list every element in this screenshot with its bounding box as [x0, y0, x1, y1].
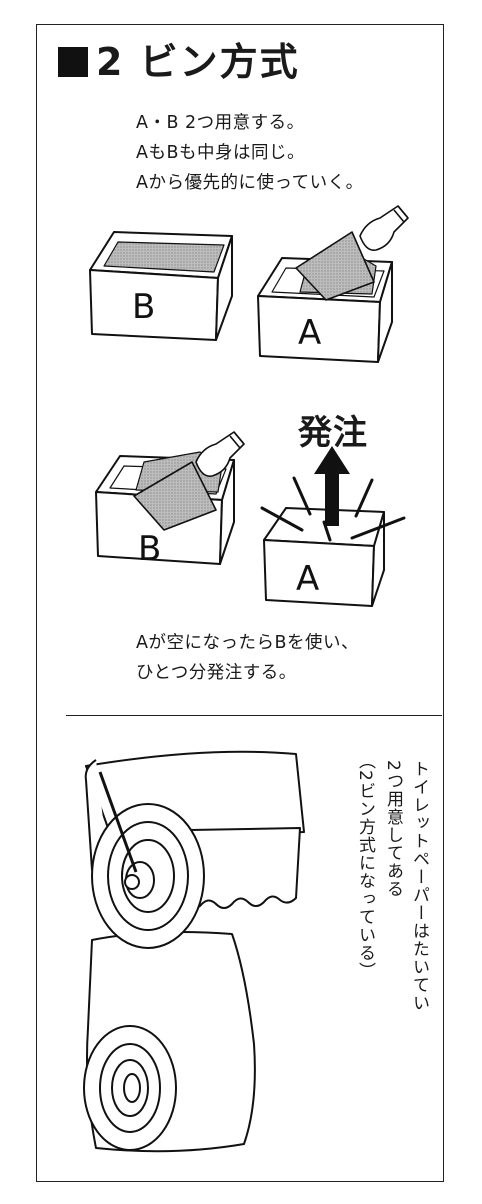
caption-line-1: Aが空になったらBを使い、: [136, 633, 359, 653]
page-frame: [36, 24, 444, 1182]
box-a-bottom: [263, 507, 385, 607]
intro-line-3: Aから優先的に使っていく。: [136, 173, 364, 193]
box-b-top-label: B: [132, 287, 155, 327]
section-divider: [66, 715, 442, 716]
box-a-top-label: A: [298, 313, 321, 353]
sheet-being-taken: [295, 231, 375, 301]
order-label: 発注: [298, 413, 368, 453]
title-text: 2 ビン方式: [96, 40, 300, 84]
caption-line-2: ひとつ分発注する。: [136, 663, 297, 683]
intro-line-1: A・B 2つ用意する。: [136, 113, 305, 133]
bottom-caption: Aが空になったらBを使い、 ひとつ分発注する。: [136, 628, 359, 688]
hand-top-icon: [359, 205, 409, 252]
sheet-being-taken-bottom: [133, 461, 217, 531]
empty-emphasis-lines: [260, 476, 406, 542]
black-square-icon: [58, 47, 88, 77]
box-a-bottom-label: A: [296, 559, 319, 599]
toilet-caption-col-1: トイレットペーパーはたいてい: [409, 760, 429, 1012]
toilet-caption-col-3: （2ビン方式になっている）: [355, 752, 375, 980]
section-title: 2 ビン方式: [58, 36, 300, 88]
box-b-top: [89, 231, 233, 341]
box-b-bottom-label: B: [138, 529, 161, 569]
toilet-caption-col-2: 2つ用意してある: [383, 760, 403, 898]
toilet-paper-illustration: [83, 750, 305, 1153]
intro-text: A・B 2つ用意する。 AもBも中身は同じ。 Aから優先的に使っていく。: [136, 108, 364, 198]
hand-bottom-icon: [195, 431, 245, 478]
order-arrow-icon: [314, 446, 350, 526]
intro-line-2: AもBも中身は同じ。: [136, 143, 305, 163]
